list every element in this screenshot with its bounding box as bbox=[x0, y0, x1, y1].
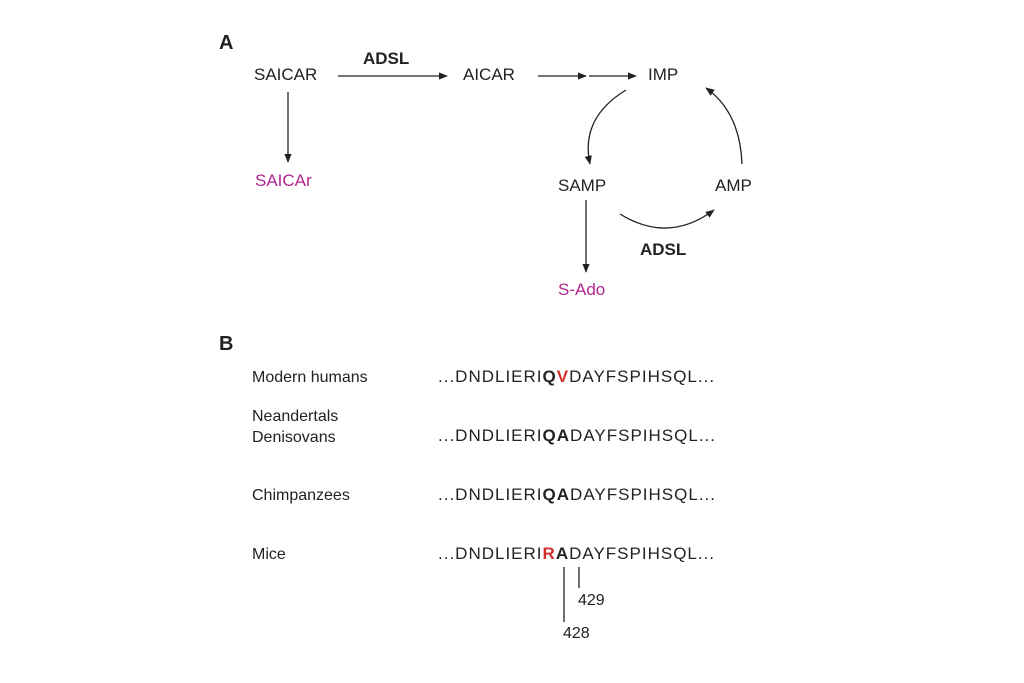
sequence-neandertals-denisovans: ...DNDLIERIQADAYFSPIHSQL... bbox=[438, 426, 716, 446]
residue-429: A bbox=[555, 544, 570, 563]
sequence-prefix: ...DNDLIERI bbox=[438, 485, 543, 504]
sequence-modern-humans: ...DNDLIERIQVDAYFSPIHSQL... bbox=[438, 367, 715, 387]
arrow-imp-samp bbox=[584, 89, 627, 165]
enzyme-label-top: ADSL bbox=[363, 49, 410, 68]
panel-label-b: B bbox=[219, 333, 234, 355]
residue-428-mutation: R bbox=[542, 544, 556, 563]
residue-429: A bbox=[556, 485, 571, 504]
species-name: Modern humans bbox=[252, 369, 368, 386]
node-amp: AMP bbox=[715, 176, 752, 195]
node-imp: IMP bbox=[648, 65, 679, 84]
species-neandertals-denisovans: Neandertals Denisovans bbox=[252, 406, 338, 448]
enzyme-label-bottom: ADSL bbox=[640, 240, 687, 259]
sequence-prefix: ...DNDLIERI bbox=[438, 426, 543, 445]
position-label-428: 428 bbox=[563, 625, 590, 642]
node-saicar-r: SAICAr bbox=[255, 171, 312, 190]
species-modern-humans: Modern humans bbox=[252, 367, 368, 388]
sequence-suffix: DAYFSPIHSQL... bbox=[570, 426, 716, 445]
arrow-samp-amp bbox=[619, 209, 715, 229]
species-chimpanzees: Chimpanzees bbox=[252, 485, 350, 506]
position-label-429: 429 bbox=[578, 592, 605, 609]
residue-428: Q bbox=[542, 485, 557, 504]
node-aicar: AICAR bbox=[463, 65, 515, 84]
sequence-mice: ...DNDLIERIRADAYFSPIHSQL... bbox=[438, 544, 715, 564]
residue-429-mutation: V bbox=[556, 367, 570, 386]
species-mice: Mice bbox=[252, 544, 286, 565]
sequence-prefix: ...DNDLIERI bbox=[438, 544, 543, 563]
species-name: Denisovans bbox=[252, 429, 336, 446]
residue-428: Q bbox=[542, 367, 557, 386]
species-name: Mice bbox=[252, 546, 286, 563]
sequence-suffix: DAYFSPIHSQL... bbox=[569, 544, 716, 563]
node-s-ado: S-Ado bbox=[558, 280, 606, 299]
species-name: Neandertals bbox=[252, 408, 339, 425]
residue-428: Q bbox=[542, 426, 557, 445]
sequence-chimpanzees: ...DNDLIERIQADAYFSPIHSQL... bbox=[438, 485, 716, 505]
arrow-amp-imp bbox=[705, 87, 743, 165]
sequence-prefix: ...DNDLIERI bbox=[438, 367, 543, 386]
panel-label-a: A bbox=[219, 32, 234, 54]
residue-429: A bbox=[556, 426, 571, 445]
node-saicar: SAICAR bbox=[254, 65, 318, 84]
node-samp: SAMP bbox=[558, 176, 607, 195]
sequence-suffix: DAYFSPIHSQL... bbox=[569, 367, 716, 386]
sequence-suffix: DAYFSPIHSQL... bbox=[570, 485, 716, 504]
species-name: Chimpanzees bbox=[252, 487, 350, 504]
